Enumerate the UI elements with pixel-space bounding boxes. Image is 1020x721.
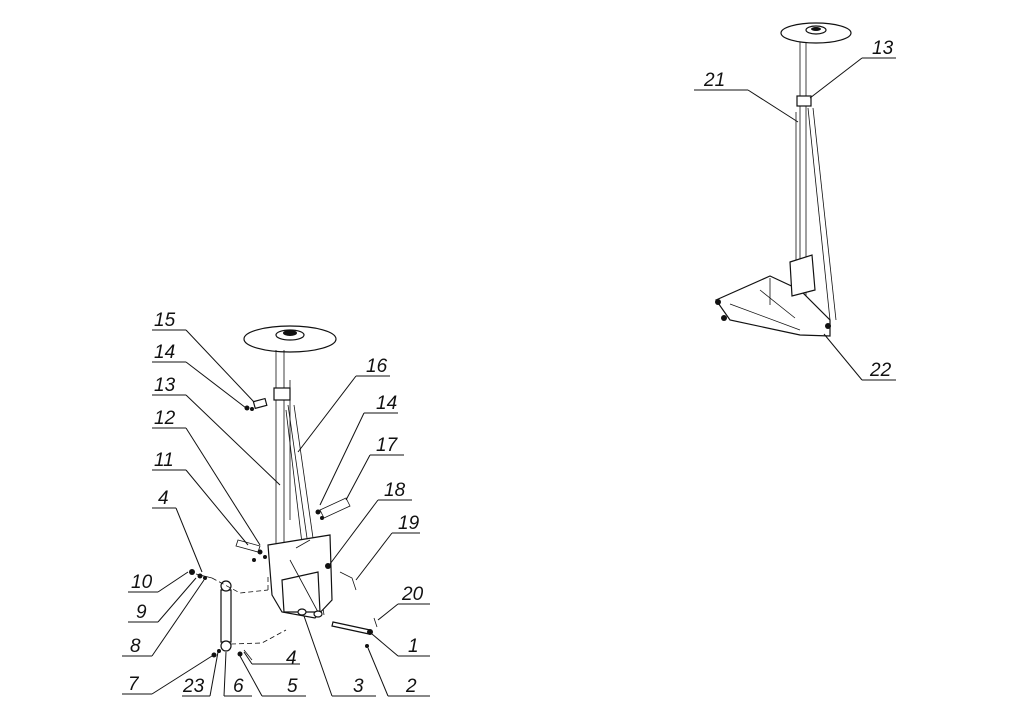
assembled-disc [780, 22, 852, 44]
callout-13: 13 [154, 375, 176, 396]
disc-part [243, 325, 337, 353]
callout-assembled-13: 13 [872, 38, 894, 59]
callout-5: 5 [287, 676, 298, 697]
callout-17: 17 [376, 435, 399, 456]
callout-8: 8 [130, 636, 141, 657]
callout-14b: 14 [376, 393, 397, 414]
base-frame [267, 534, 333, 619]
exploded-view [189, 325, 378, 661]
callout-19: 19 [398, 513, 420, 534]
callout-23: 23 [182, 676, 205, 697]
callout-16: 16 [366, 356, 388, 377]
callout-4b: 4 [286, 648, 297, 669]
callout-1: 1 [408, 636, 419, 657]
small-parts [189, 397, 378, 661]
assembled-view [715, 22, 852, 337]
callout-18: 18 [384, 480, 406, 501]
assembly-lines [211, 575, 287, 645]
callout-6: 6 [233, 676, 244, 697]
callouts: 15 14 13 16 12 14 17 11 18 4 [122, 38, 896, 697]
callout-assembled-21: 21 [703, 70, 725, 91]
assembled-base [715, 254, 831, 337]
callout-20: 20 [401, 584, 424, 605]
callout-3: 3 [353, 676, 364, 697]
callout-11: 11 [154, 450, 174, 471]
callout-2: 2 [405, 676, 417, 697]
callout-14: 14 [154, 342, 175, 363]
callout-9: 9 [136, 602, 147, 623]
callout-7: 7 [128, 674, 140, 695]
callout-4: 4 [158, 488, 169, 509]
callout-12: 12 [154, 408, 176, 429]
callout-15: 15 [154, 310, 176, 331]
callout-10: 10 [131, 572, 153, 593]
callout-assembled-22: 22 [869, 360, 892, 381]
